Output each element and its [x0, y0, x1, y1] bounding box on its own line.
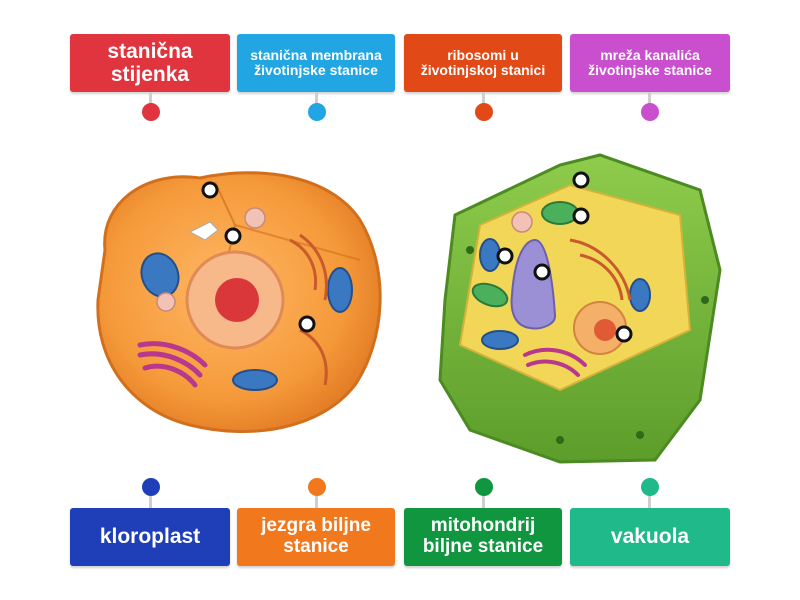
label-pin	[482, 494, 485, 508]
label-kloroplast[interactable]: kloroplast	[70, 508, 230, 566]
hotspot[interactable]	[201, 181, 219, 199]
hotspot[interactable]	[224, 227, 242, 245]
hotspot[interactable]	[572, 171, 590, 189]
label-knob[interactable]	[142, 103, 160, 121]
label-knob[interactable]	[641, 478, 659, 496]
label-knob[interactable]	[475, 478, 493, 496]
label-knob[interactable]	[308, 103, 326, 121]
hotspot[interactable]	[533, 263, 551, 281]
label-knob[interactable]	[475, 103, 493, 121]
label-knob[interactable]	[142, 478, 160, 496]
label-mreza-kanalica[interactable]: mreža kanalića životinjske stanice	[570, 34, 730, 92]
label-pin	[648, 92, 651, 106]
hotspot[interactable]	[572, 207, 590, 225]
label-vakuola[interactable]: vakuola	[570, 508, 730, 566]
label-jezgra[interactable]: jezgra biljne stanice	[237, 508, 395, 566]
label-text: stanična membrana životinjske stanice	[250, 46, 382, 78]
hotspots	[201, 171, 633, 343]
hotspot[interactable]	[496, 247, 514, 265]
label-stanicna-stijenka[interactable]: stanična stijenka	[70, 34, 230, 92]
label-pin	[315, 92, 318, 106]
plant-cell	[438, 153, 722, 464]
label-stanicna-membrana[interactable]: stanična membrana životinjske stanice	[237, 34, 395, 92]
hotspot[interactable]	[615, 325, 633, 343]
label-text: stanična stijenka	[107, 39, 193, 86]
label-mitohondrij[interactable]: mitohondrij biljne stanice	[404, 508, 562, 566]
label-ribosomi[interactable]: ribosomi u životinjskoj stanici	[404, 34, 562, 92]
label-pin	[482, 92, 485, 106]
label-text: jezgra biljne stanice	[261, 515, 371, 557]
label-pin	[149, 92, 152, 106]
hotspot[interactable]	[298, 315, 316, 333]
label-pin	[648, 494, 651, 508]
label-knob[interactable]	[641, 103, 659, 121]
label-text: vakuola	[610, 525, 690, 549]
label-pin	[315, 494, 318, 508]
label-text: ribosomi u životinjskoj stanici	[420, 46, 546, 78]
animal-cell	[96, 171, 382, 434]
label-text: kloroplast	[99, 525, 201, 549]
label-pin	[149, 494, 152, 508]
label-knob[interactable]	[308, 478, 326, 496]
label-text: mreža kanalića životinjske stanice	[588, 46, 712, 78]
label-text: mitohondrij biljne stanice	[422, 515, 544, 557]
